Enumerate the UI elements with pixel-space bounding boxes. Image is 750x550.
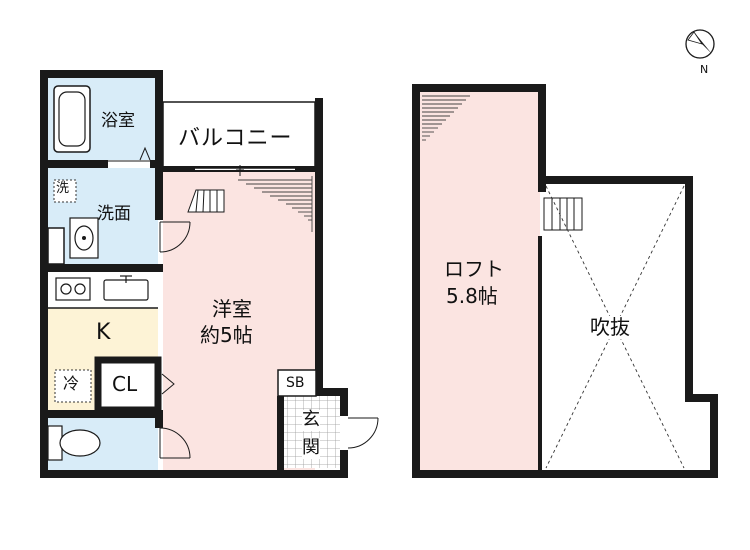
washer-label: 洗 bbox=[56, 181, 70, 196]
kitchen-floor bbox=[48, 308, 158, 360]
kitchen-sink bbox=[103, 275, 149, 301]
balcony-floor bbox=[163, 102, 315, 168]
bathtub bbox=[53, 85, 91, 153]
entrance-door bbox=[340, 416, 379, 450]
closet-door bbox=[161, 373, 175, 395]
western-room-label: 洋室 bbox=[212, 297, 252, 321]
closet-label: CL bbox=[112, 372, 138, 396]
washer-box bbox=[53, 179, 77, 203]
washroom-label: 洗面 bbox=[97, 204, 131, 224]
toilet bbox=[47, 425, 101, 461]
western-room-size: 約5帖 bbox=[200, 323, 253, 347]
wash-door bbox=[159, 221, 191, 253]
fridge-label: 冷 bbox=[63, 374, 80, 393]
loft-hatching-floor2 bbox=[422, 95, 470, 141]
walls-floor1 bbox=[40, 70, 348, 478]
fridge-box bbox=[54, 369, 92, 403]
stove bbox=[55, 277, 91, 301]
kitchen-label: K bbox=[96, 320, 111, 345]
loft-floor bbox=[420, 92, 540, 470]
window-marker bbox=[236, 165, 244, 176]
wash-basin bbox=[69, 217, 99, 259]
north-arrow-icon bbox=[685, 29, 715, 59]
shoe-box-label: SB bbox=[286, 375, 305, 391]
wash-shelf bbox=[47, 227, 65, 265]
entrance-label-2: 関 bbox=[302, 437, 320, 459]
entrance-label-1: 玄 bbox=[302, 409, 320, 431]
bath-label: 浴室 bbox=[101, 111, 135, 131]
walls-floor2 bbox=[412, 84, 718, 478]
void-label: 吹抜 bbox=[590, 315, 630, 339]
loft-size: 5.8帖 bbox=[446, 284, 498, 308]
compass-label: N bbox=[700, 63, 709, 76]
loft-label: ロフト bbox=[444, 257, 504, 281]
loft-hatching-floor1 bbox=[238, 176, 313, 232]
balcony-label: バルコニー bbox=[178, 126, 293, 151]
stairs-floor1 bbox=[187, 189, 225, 213]
toilet-door bbox=[159, 427, 191, 459]
loft-ladder bbox=[543, 197, 583, 231]
